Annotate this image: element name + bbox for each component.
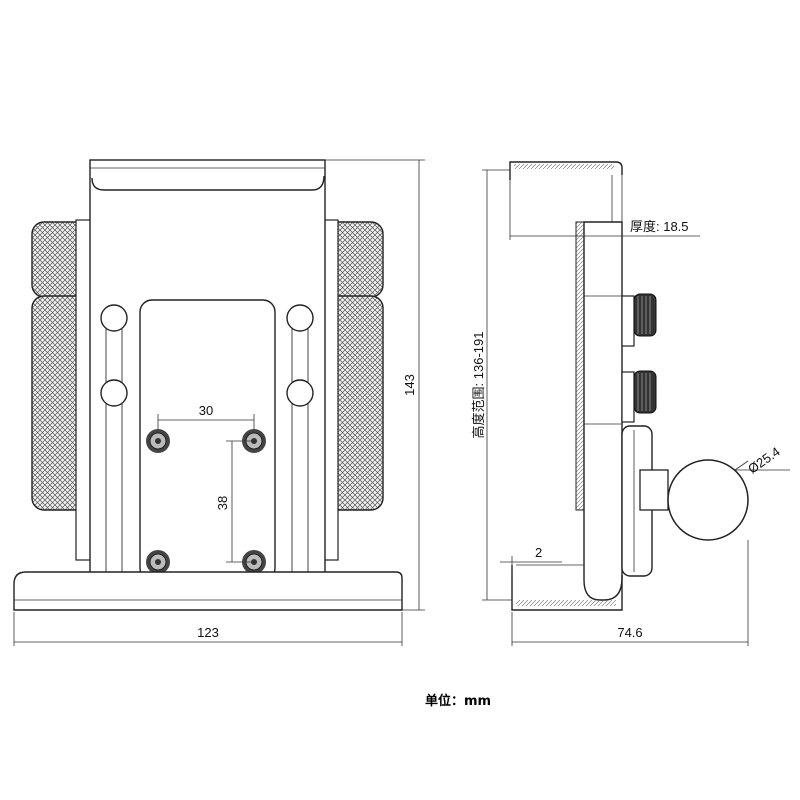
unit-label: 单位：mm [425, 693, 491, 709]
ball-mount [667, 459, 749, 541]
adjust-knob [286, 379, 314, 407]
dim-hole-spacing-v: 38 [215, 496, 230, 510]
side-body [583, 221, 623, 601]
knob-icon [621, 370, 657, 423]
adjust-knob [100, 304, 128, 332]
dim-lip: 2 [535, 545, 542, 560]
dim-height-range: 高度范围: 136-191 [471, 332, 486, 439]
mount-hole [146, 550, 170, 574]
upper-hook [509, 161, 623, 180]
dim-width: 123 [197, 625, 219, 640]
side-view: 厚度: 18.5 高度范围: 136-191 2 Ø25.4 74.6 [471, 161, 790, 646]
dim-ball-diameter: Ø25.4 [745, 444, 783, 477]
adjust-knob [286, 304, 314, 332]
back-plate [575, 221, 585, 511]
dim-height: 143 [402, 374, 417, 396]
dim-thickness: 厚度: 18.5 [630, 219, 689, 234]
base-plate [13, 571, 403, 611]
holder-body [89, 159, 326, 581]
dim-depth: 74.6 [617, 625, 642, 640]
dim-hole-spacing-h: 30 [199, 403, 213, 418]
lower-hook [511, 565, 623, 611]
mount-hole [146, 429, 170, 453]
adjust-knob [100, 379, 128, 407]
knob-icon [621, 293, 657, 347]
front-view: 30 38 123 143 [13, 159, 425, 646]
